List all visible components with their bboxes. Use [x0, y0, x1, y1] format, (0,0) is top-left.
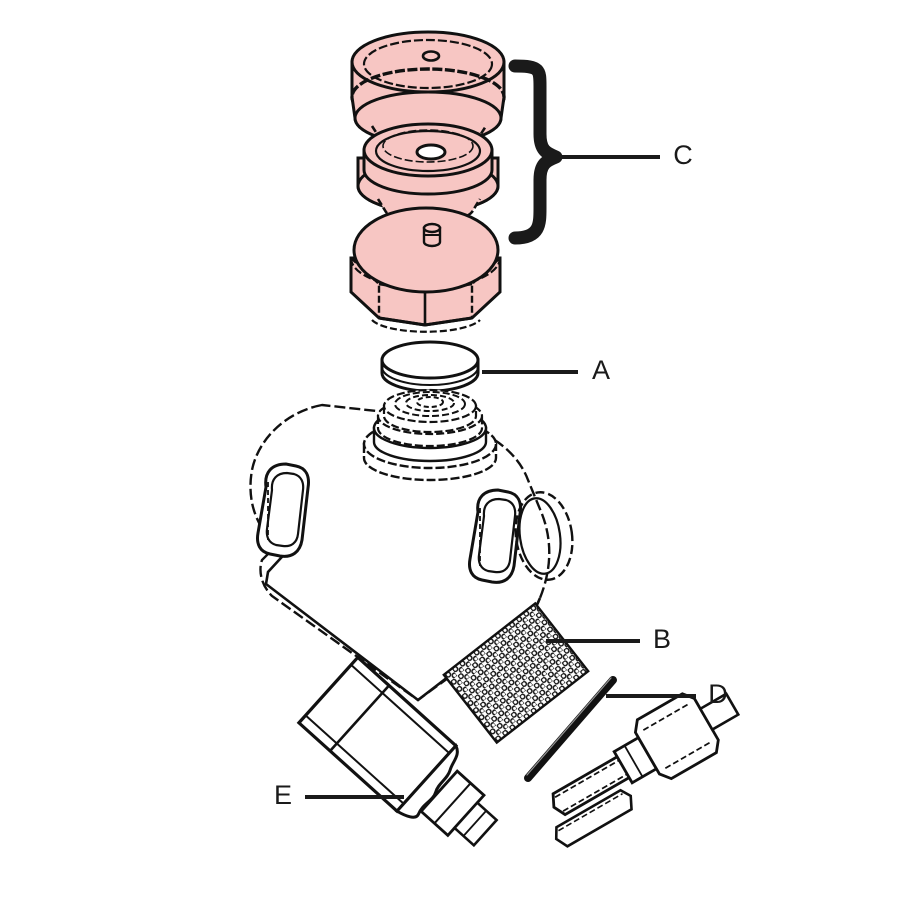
valve-body-bonnet-neck: [362, 388, 498, 482]
callout-b: B: [546, 624, 671, 654]
part-inlet-fitting: [296, 655, 499, 848]
callout-e-label: E: [274, 780, 292, 810]
valve-body-outlet-bore: [514, 491, 574, 581]
hex-nut-dome: [352, 206, 500, 294]
brace-for-callout-c: [508, 59, 563, 245]
valve-body-right-port: [468, 488, 522, 584]
part-gasket-washer: [380, 340, 480, 393]
callout-a: A: [482, 355, 610, 385]
callout-c: C: [558, 140, 693, 170]
hex-nut-center-boss: [422, 222, 442, 234]
callout-d-label: D: [708, 679, 728, 709]
gasket-face: [380, 340, 480, 380]
callout-d: D: [606, 679, 728, 709]
part-rod-pin: [524, 676, 617, 782]
callout-b-label: B: [653, 624, 671, 654]
valve-body-left-port: [256, 462, 310, 558]
callout-a-label: A: [592, 355, 610, 385]
callout-e: E: [274, 780, 404, 810]
rod-shaft: [524, 676, 617, 782]
part-strainer-screen: [442, 601, 590, 745]
seat-disc-bore: [415, 143, 447, 161]
part-hex-bonnet-nut: [349, 206, 502, 333]
top-cap-center-boss: [421, 50, 441, 62]
callout-c-label: C: [673, 140, 693, 170]
part-valve-body: [249, 388, 574, 702]
strainer-mesh: [442, 601, 590, 745]
part-hex-plug-fitting: [551, 692, 741, 848]
